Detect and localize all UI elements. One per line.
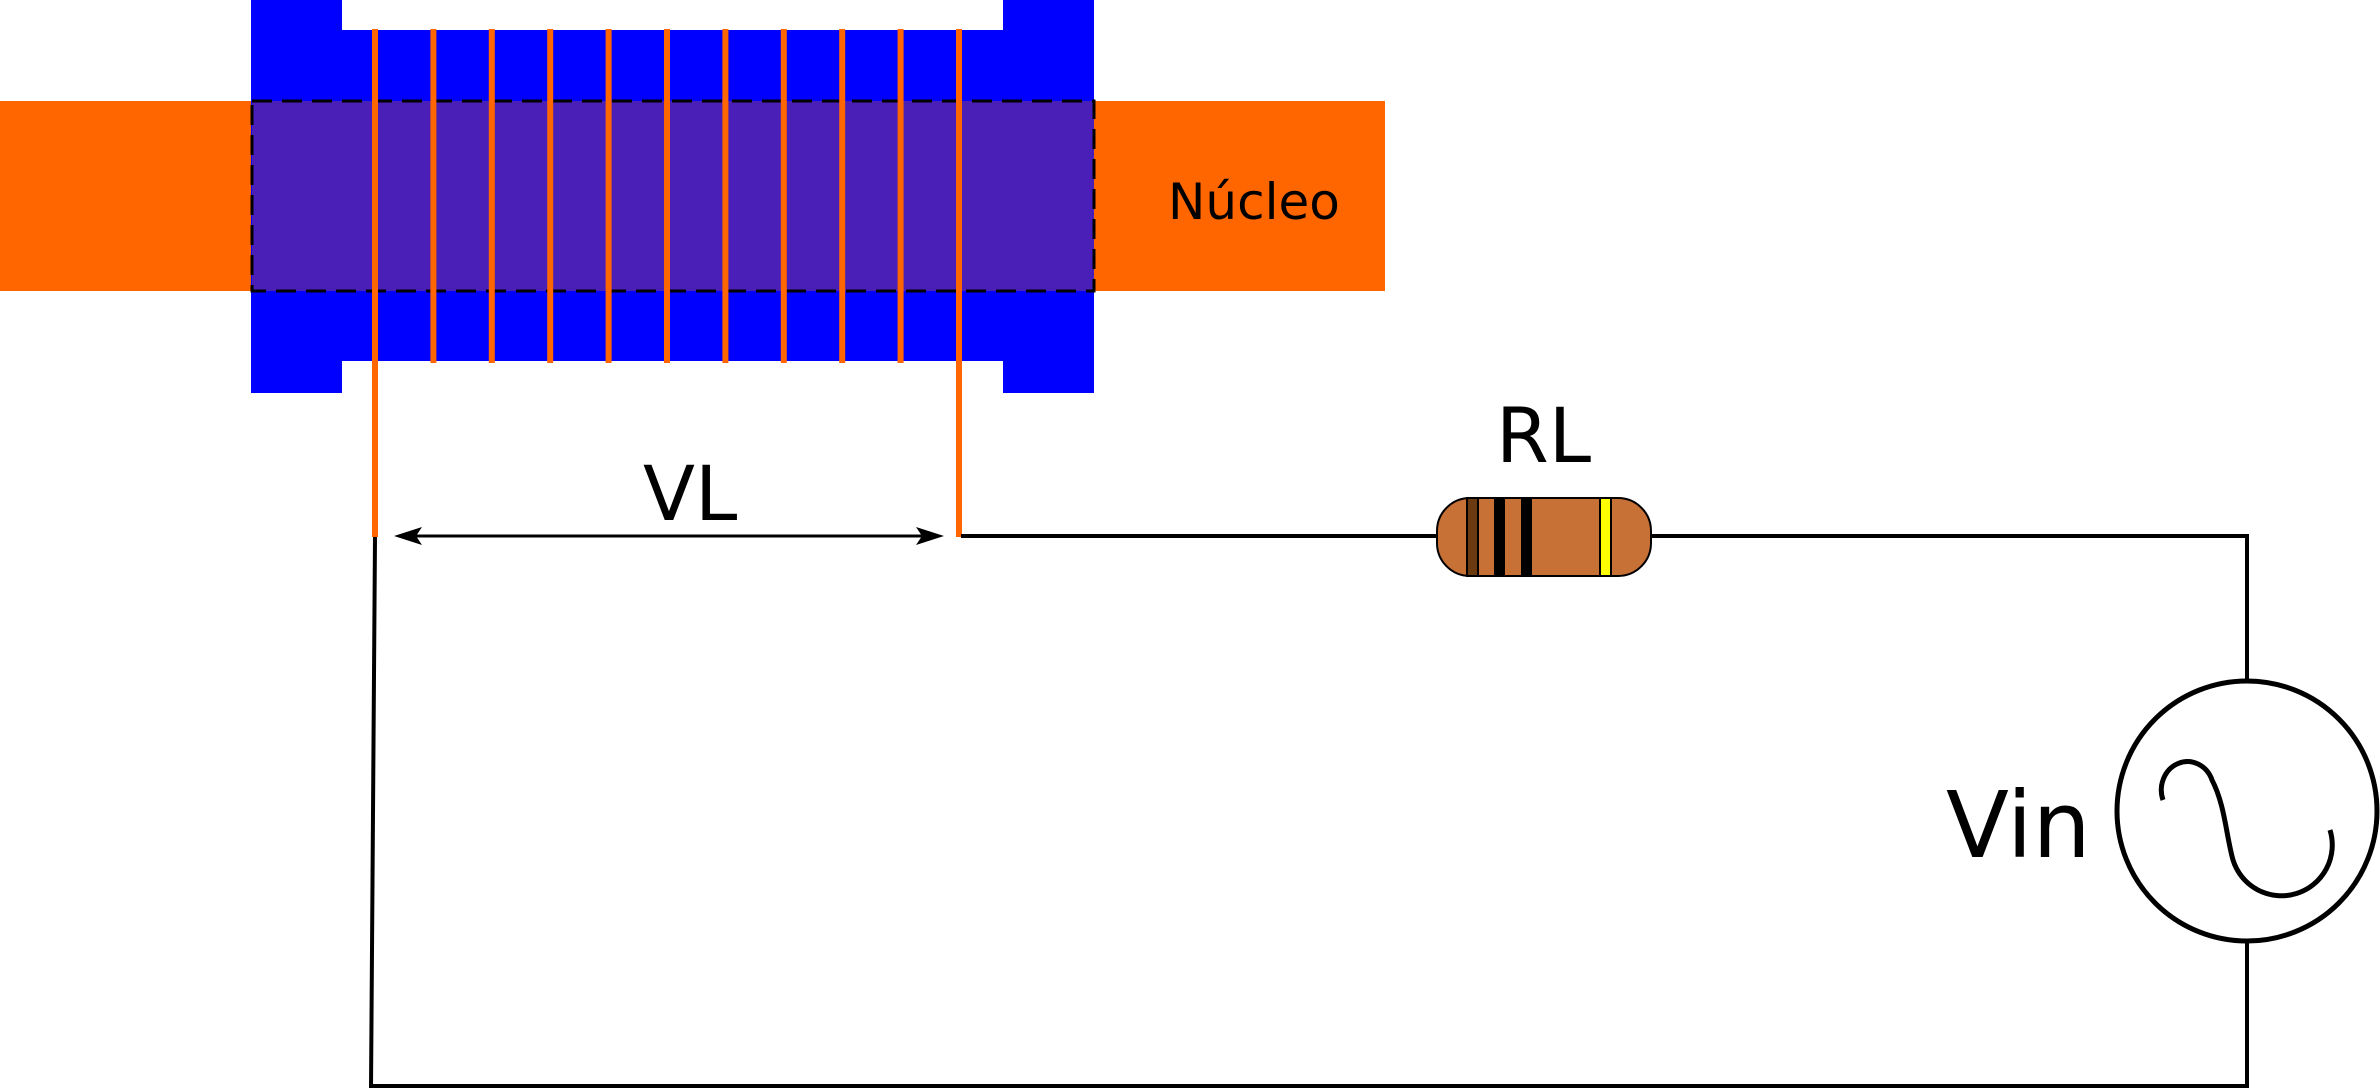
vin-label: Vin [1946, 772, 2091, 879]
core-inner [252, 101, 1094, 291]
resistor-band-3 [1521, 498, 1532, 576]
resistor-band-2 [1494, 498, 1505, 576]
ac-source-icon [2114, 678, 2380, 944]
resistor-band-1 [1466, 497, 1479, 577]
rl-label: RL [1496, 391, 1591, 480]
resistor-icon [1436, 497, 1652, 577]
vl-label: VL [643, 449, 737, 538]
core-left [0, 101, 252, 291]
circuit-wires [369, 534, 2249, 1088]
vl-arrow [394, 527, 944, 545]
resistor-band-4 [1599, 497, 1612, 577]
core-inner-outline [250, 99, 1096, 293]
core-label: Núcleo [1168, 173, 1340, 231]
coil-windings [372, 29, 962, 363]
core-right [1094, 101, 1385, 291]
